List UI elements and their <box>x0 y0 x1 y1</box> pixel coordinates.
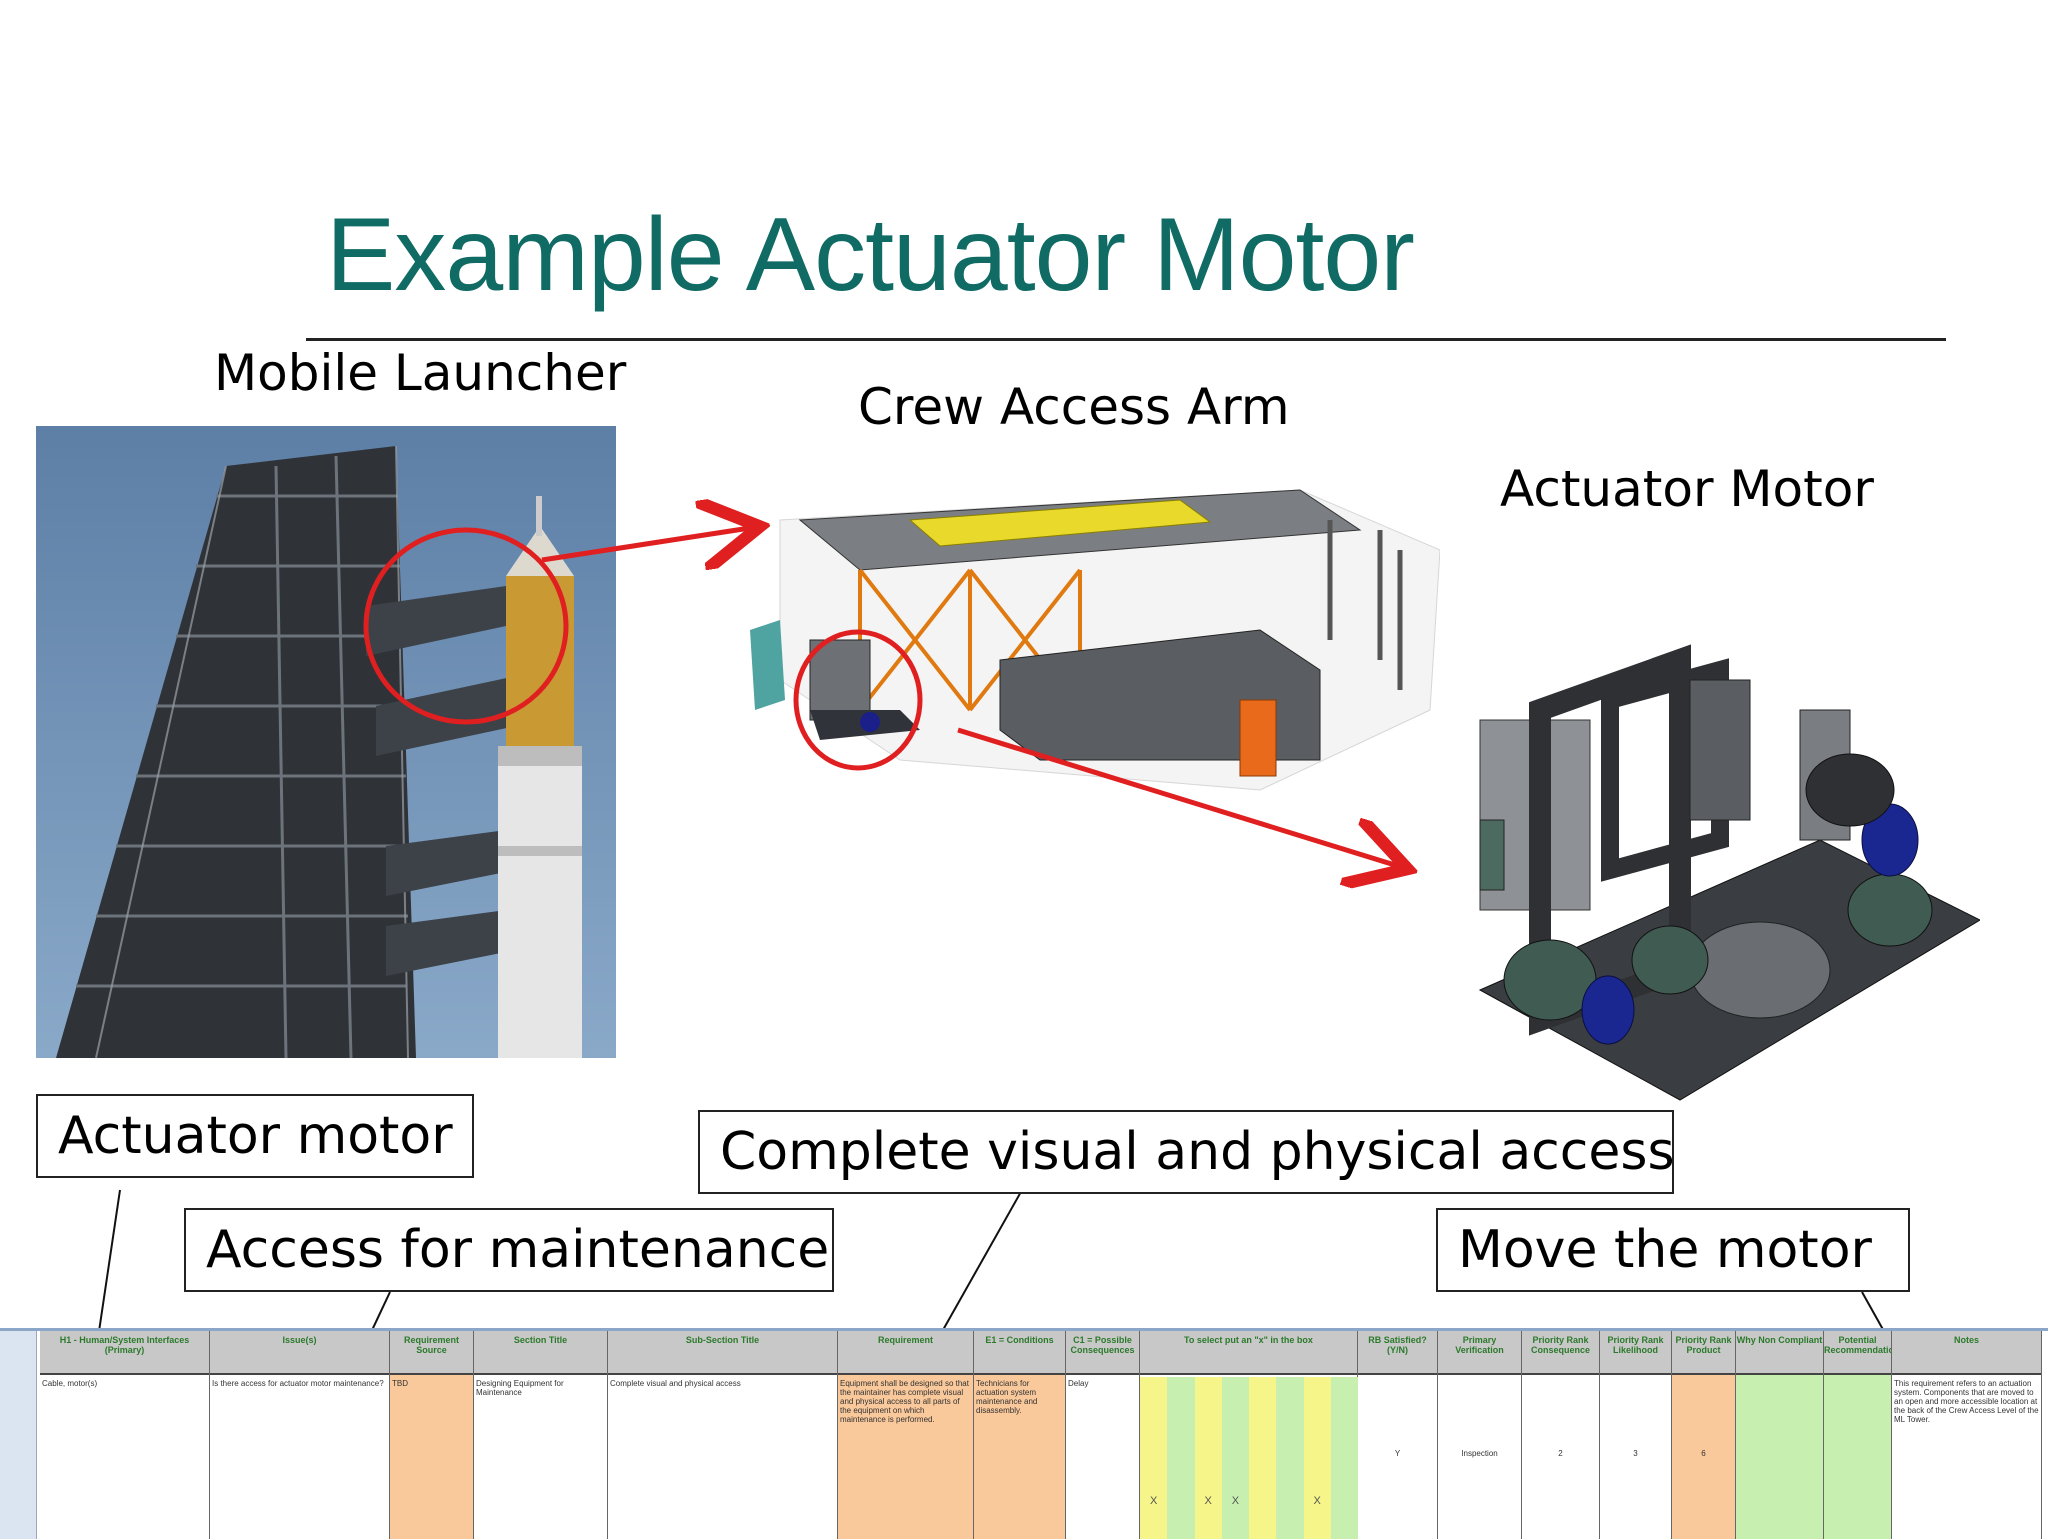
sheet-cell[interactable]: 6 <box>1701 1449 1706 1458</box>
sheet-column: Priority Rank Consequence 2 <box>1522 1331 1600 1539</box>
checkbox-mark: X <box>1149 1495 1158 1507</box>
sheet-column-header[interactable]: E1 = Conditions <box>974 1331 1065 1375</box>
sheet-cell[interactable]: Y <box>1394 1449 1401 1458</box>
caption-crew-access-arm: Crew Access Arm <box>858 378 1290 436</box>
sheet-cell[interactable] <box>1738 1379 1821 1489</box>
sheet-column-header[interactable]: Why Non Compliant <box>1736 1331 1823 1375</box>
callout-actuator-motor: Actuator motor <box>36 1094 474 1178</box>
sheet-cell[interactable]: This requirement refers to an actuation … <box>1894 1379 2039 1424</box>
checkbox-mark: X <box>1204 1495 1212 1507</box>
callout-complete-access: Complete visual and physical access <box>698 1110 1675 1194</box>
sheet-column-header[interactable]: RB Satisfied? (Y/N) <box>1358 1331 1437 1375</box>
sheet-column: H1 - Human/System Interfaces (Primary) Ca… <box>40 1331 210 1539</box>
checkbox-mark: X <box>1313 1495 1321 1507</box>
sheet-column: Issue(s) Is there access for actuator mot… <box>210 1331 390 1539</box>
sheet-column-header[interactable]: Priority Rank Product <box>1672 1331 1735 1375</box>
slide-title: Example Actuator Motor <box>326 197 1415 313</box>
sheet-column: Why Non Compliant <box>1736 1331 1824 1539</box>
sheet-column-header[interactable]: Requirement Source <box>390 1331 473 1375</box>
sheet-cell[interactable]: Complete visual and physical access <box>610 1379 741 1388</box>
sheet-column-header[interactable]: Notes <box>1892 1331 2041 1375</box>
actuator-motor-render <box>1478 644 1980 1101</box>
checkbox-cell[interactable] <box>1330 1377 1359 1539</box>
sheet-column-header[interactable]: C1 = Possible Consequences <box>1066 1331 1139 1375</box>
sheet-column-header[interactable]: Requirement <box>838 1331 973 1375</box>
checkbox-cell[interactable] <box>1276 1377 1305 1539</box>
checkbox-cell[interactable] <box>1249 1377 1278 1539</box>
sheet-column-header[interactable]: Issue(s) <box>210 1331 389 1375</box>
sheet-cell[interactable] <box>1826 1379 1889 1489</box>
sheet-cell[interactable]: 2 <box>1558 1449 1563 1458</box>
title-divider <box>306 338 1946 341</box>
sheet-cell[interactable]: Is there access for actuator motor maint… <box>212 1379 384 1388</box>
checkbox-mark: X <box>1231 1495 1240 1507</box>
sheet-column-header[interactable]: Sub-Section Title <box>608 1331 837 1375</box>
requirements-spreadsheet: H1 - Human/System Interfaces (Primary) Ca… <box>0 1328 2048 1539</box>
sheet-column-header[interactable]: Priority Rank Consequence <box>1522 1331 1599 1375</box>
sheet-cell[interactable]: Inspection <box>1461 1449 1498 1458</box>
sheet-column: Priority Rank Likelihood 3 <box>1600 1331 1672 1539</box>
checkbox-cell[interactable]: X <box>1194 1377 1223 1539</box>
sheet-column-header[interactable]: Primary Verification <box>1438 1331 1521 1375</box>
checkbox-cell[interactable] <box>1167 1377 1196 1539</box>
checkbox-cell[interactable]: X <box>1221 1377 1250 1539</box>
sheet-cell[interactable]: Technicians for actuation system mainten… <box>976 1379 1038 1415</box>
sheet-cell[interactable]: Cable, motor(s) <box>42 1379 98 1388</box>
sheet-column: Potential Recommendations <box>1824 1331 1892 1539</box>
sheet-column-header[interactable]: Priority Rank Likelihood <box>1600 1331 1671 1375</box>
checkbox-cell[interactable]: X <box>1140 1377 1169 1539</box>
sheet-column-header[interactable]: To select put an "x" in the box <box>1140 1331 1357 1375</box>
sheet-column: RB Satisfied? (Y/N) Y <box>1358 1331 1438 1539</box>
sheet-cell[interactable]: Designing Equipment for Maintenance <box>476 1379 564 1397</box>
caption-mobile-launcher: Mobile Launcher <box>214 344 627 402</box>
sheet-column-header[interactable]: Section Title <box>474 1331 607 1375</box>
sheet-column-header[interactable]: Potential Recommendations <box>1824 1331 1891 1375</box>
sheet-cell[interactable]: Delay <box>1068 1379 1089 1388</box>
sheet-column: Priority Rank Product 6 <box>1672 1331 1736 1539</box>
row-header-column <box>0 1331 37 1539</box>
crew-access-arm-render <box>750 489 1440 791</box>
callout-access-maintenance: Access for maintenance <box>184 1208 834 1292</box>
callout-move-motor: Move the motor <box>1436 1208 1910 1292</box>
checkbox-cell[interactable]: X <box>1303 1377 1332 1539</box>
mobile-launcher-photo <box>36 426 616 1058</box>
sheet-cell[interactable]: Equipment shall be designed so that the … <box>840 1379 969 1424</box>
sheet-cell[interactable]: 3 <box>1633 1449 1638 1458</box>
caption-actuator-motor: Actuator Motor <box>1500 460 1874 518</box>
sheet-cell[interactable]: TBD <box>392 1379 408 1388</box>
sheet-column-header[interactable]: H1 - Human/System Interfaces (Primary) <box>40 1331 209 1375</box>
